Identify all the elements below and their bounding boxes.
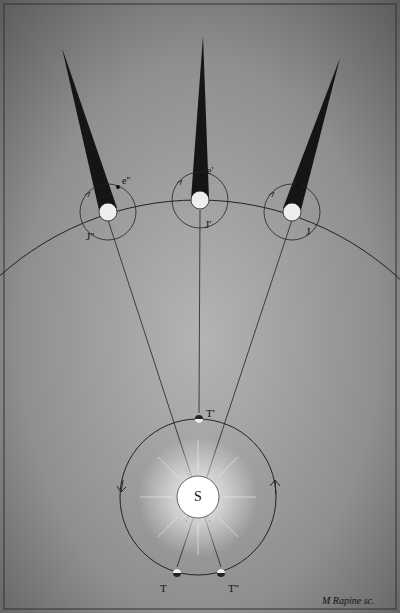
jupiter-label: J — [306, 226, 310, 237]
earth-label: T'' — [228, 583, 239, 594]
satellite-label: e' — [207, 166, 213, 176]
earth-positions — [173, 415, 225, 577]
satellite-label: e'' — [122, 176, 130, 186]
earth-orbit — [120, 419, 276, 575]
satellite-arrows — [85, 180, 274, 197]
sun-glow — [138, 437, 258, 557]
jupiter-positions — [99, 173, 301, 221]
sight-lines — [108, 210, 292, 567]
satellite-label: e — [302, 174, 306, 184]
engraver-signature: M Rapine sc. — [322, 596, 375, 606]
sun-disc: S — [176, 475, 220, 519]
sun-rays — [140, 440, 256, 555]
jupiter-label: J' — [205, 219, 211, 230]
jupiter-label: J'' — [86, 231, 94, 242]
earth-label: T' — [206, 408, 215, 419]
earth-label: T — [160, 583, 167, 594]
satellite-orbits — [80, 172, 320, 240]
frame — [4, 4, 396, 609]
sun-label: S — [194, 489, 202, 505]
shadow-cones — [62, 36, 340, 210]
jupiter-orbit — [0, 200, 400, 613]
